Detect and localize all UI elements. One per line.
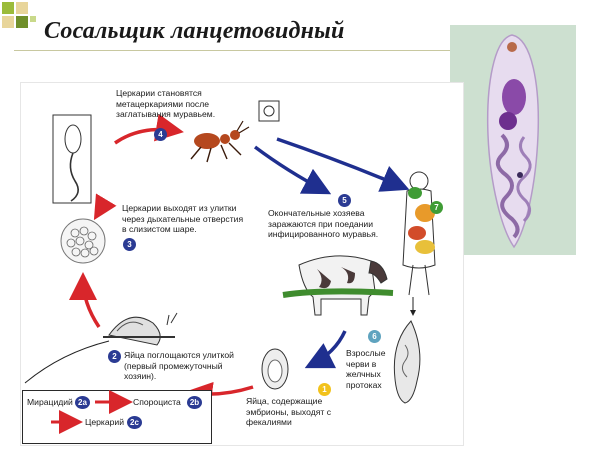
step-5-label: Окончательные хозяева заражаются при пое…	[268, 208, 379, 239]
ant-drawing	[190, 120, 250, 163]
slime-ball-drawing	[60, 218, 106, 264]
life-cycle-diagram	[20, 82, 464, 446]
blue-arrows	[253, 137, 410, 369]
fluke-photo	[450, 25, 576, 255]
step-6-badge: 6	[368, 330, 381, 343]
legend-sporocyst-label: Спороциста	[133, 397, 181, 407]
snail-to-legend-line	[24, 340, 110, 384]
title-rule	[14, 50, 450, 51]
step-4-badge: 4	[154, 128, 167, 141]
legend-cercaria-label: Церкарий	[85, 417, 125, 427]
corner-decoration	[0, 0, 40, 40]
legend-arrows	[51, 390, 133, 434]
step-4-label: Церкарии становятся метацеркариями после…	[116, 88, 216, 119]
step-3-badge: 3	[123, 238, 136, 251]
human-figure-drawing	[402, 171, 436, 296]
step-2-badge: 2	[108, 350, 121, 363]
legend-2b-badge: 2b	[187, 396, 202, 409]
step-3-label: Церкарии выходят из улитки через дыхател…	[122, 203, 244, 234]
cow-drawing	[282, 255, 394, 316]
legend-box: Мирацидий 2a Спороциста 2b Церкарий 2c	[22, 390, 212, 444]
step-1-badge: 1	[318, 383, 331, 396]
cercaria-drawing	[52, 114, 92, 204]
step-1-label: Яйца, содержащие эмбрионы, выходят с фек…	[246, 396, 331, 427]
adult-fluke-drawing	[393, 320, 421, 404]
step-2-label: Яйца поглощаются улиткой (первый промежу…	[124, 350, 234, 381]
legend-miracidium-label: Мирацидий	[27, 397, 73, 407]
legend-2c-badge: 2c	[127, 416, 142, 429]
step-6-label: Взрослые черви в желчных протоках	[346, 348, 386, 390]
legend-2a-badge: 2a	[75, 396, 90, 409]
egg-drawing	[261, 348, 289, 390]
slide-title: Сосальщик ланцетовидный	[44, 18, 345, 44]
snail-drawing	[103, 312, 178, 346]
step-7-badge: 7	[430, 201, 443, 214]
step-5-badge: 5	[338, 194, 351, 207]
